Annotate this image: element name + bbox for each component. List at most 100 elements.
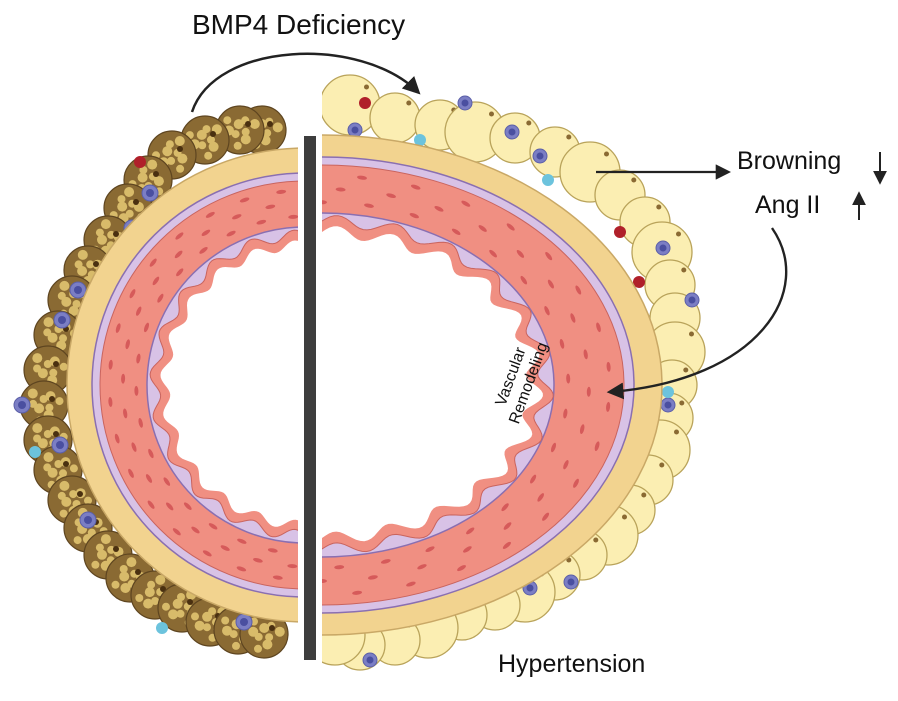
smooth-muscle-nucleus	[129, 289, 136, 299]
bmp4-arrow	[190, 52, 421, 113]
lipid-droplet	[144, 587, 155, 598]
smooth-muscle-nucleus	[367, 575, 378, 580]
lipid-droplet	[191, 612, 199, 621]
lipid-droplet	[77, 249, 88, 260]
lipid-droplet	[176, 164, 185, 173]
adipocyte-nucleus	[689, 331, 694, 337]
smooth-muscle-nucleus	[108, 397, 113, 407]
sympathetic-nerve-terminal	[633, 276, 645, 288]
lipid-droplet	[111, 580, 120, 589]
adipocyte-nucleus	[187, 599, 193, 605]
adipocyte-nucleus	[679, 400, 685, 406]
angii-arrow	[606, 227, 788, 400]
lipid-droplet	[176, 609, 185, 618]
lipid-droplet	[117, 195, 126, 204]
smooth-muscle-nucleus	[208, 523, 218, 530]
smooth-muscle-nucleus	[457, 565, 466, 572]
smooth-muscle-nucleus	[176, 268, 184, 277]
lipid-droplet	[162, 146, 173, 157]
smooth-muscle-nucleus	[108, 359, 113, 370]
adipocyte-nucleus	[489, 111, 494, 117]
smooth-muscle-nucleus	[287, 564, 298, 569]
smooth-muscle-nucleus	[547, 279, 554, 289]
smooth-muscle-nucleus	[466, 527, 475, 535]
adipocyte-nucleus	[641, 492, 647, 498]
smooth-muscle-nucleus	[596, 322, 601, 333]
immune-cell-nucleus	[351, 126, 359, 134]
smooth-muscle-nucleus	[256, 219, 267, 225]
lipid-droplet	[248, 626, 259, 637]
smooth-muscle-nucleus	[322, 579, 327, 583]
lipid-droplet	[126, 557, 137, 568]
smooth-muscle-nucleus	[226, 230, 236, 237]
adipocyte-nucleus	[526, 120, 532, 126]
smooth-muscle-nucleus	[506, 223, 515, 231]
immune-cell-nucleus	[536, 152, 544, 160]
lipid-droplet	[59, 334, 67, 343]
smooth-muscle-nucleus	[125, 339, 130, 350]
smooth-muscle-nucleus	[386, 193, 396, 199]
lipid-droplet	[33, 364, 42, 373]
smooth-muscle-nucleus	[143, 322, 150, 333]
angii-label: Ang II	[755, 191, 821, 219]
lipid-droplet	[202, 125, 211, 134]
smooth-muscle-nucleus	[172, 528, 181, 536]
lipid-droplet	[254, 644, 262, 653]
lipid-droplet	[68, 305, 79, 316]
white-adipocyte-body	[369, 92, 421, 144]
lipid-droplet	[59, 469, 67, 478]
smooth-muscle-nucleus	[417, 564, 427, 570]
smooth-muscle-nucleus	[265, 204, 276, 209]
adipocyte-nucleus	[210, 131, 216, 137]
smooth-muscle-nucleus	[502, 541, 511, 549]
smooth-muscle-nucleus	[134, 385, 139, 396]
smooth-muscle-nucleus	[183, 502, 192, 510]
lipid-droplet	[100, 219, 111, 230]
lipid-droplet	[274, 626, 285, 637]
adipocyte-nucleus	[53, 361, 59, 367]
white-adipocyte	[369, 92, 421, 144]
lipid-droplet	[43, 360, 52, 368]
smooth-muscle-nucleus	[516, 249, 525, 258]
lipid-droplet	[208, 141, 219, 152]
lipid-droplet	[147, 580, 156, 589]
smooth-muscle-nucleus	[121, 373, 126, 384]
lipid-droplet	[222, 625, 232, 636]
immune-cell-nucleus	[664, 401, 672, 409]
lipid-droplet	[43, 328, 52, 337]
smooth-muscle-nucleus	[545, 251, 553, 261]
adipocyte-nucleus	[53, 431, 59, 437]
smooth-muscle-nucleus	[253, 557, 263, 563]
lipid-droplet	[263, 129, 272, 138]
smooth-muscle-nucleus	[489, 249, 497, 258]
immune-cell-nucleus	[56, 441, 64, 449]
lipid-droplet	[95, 543, 104, 552]
lipid-droplet	[272, 122, 283, 133]
adipocyte-nucleus	[656, 204, 662, 210]
lipid-droplet	[86, 260, 95, 269]
smooth-muscle-nucleus	[583, 349, 588, 360]
sensory-nerve-terminal	[29, 446, 41, 458]
bmp4-deficient-artery-panel	[322, 74, 706, 671]
smooth-muscle-nucleus	[128, 468, 134, 478]
smooth-muscle-nucleus	[550, 442, 557, 453]
adipocyte-nucleus	[631, 177, 637, 183]
smooth-muscle-nucleus	[461, 200, 471, 207]
smooth-muscle-nucleus	[205, 211, 215, 218]
title-bmp4-deficiency: BMP4 Deficiency	[192, 9, 406, 40]
smooth-muscle-nucleus	[175, 232, 184, 240]
control-artery-panel	[13, 105, 298, 659]
immune-cell-nucleus	[508, 128, 516, 136]
smooth-muscle-nucleus	[380, 559, 391, 564]
lipid-droplet	[155, 574, 166, 585]
smooth-muscle-nucleus	[542, 512, 550, 521]
lipid-droplet	[32, 353, 43, 364]
smooth-muscle-cells	[108, 189, 298, 580]
lipid-droplet	[69, 490, 78, 499]
lipid-droplet	[262, 639, 273, 650]
immune-cell-nucleus	[84, 516, 92, 524]
lipid-droplet	[124, 187, 135, 197]
lipid-droplet	[241, 127, 250, 136]
immune-cell-nucleus	[659, 244, 667, 252]
smooth-muscle-nucleus	[503, 522, 512, 530]
